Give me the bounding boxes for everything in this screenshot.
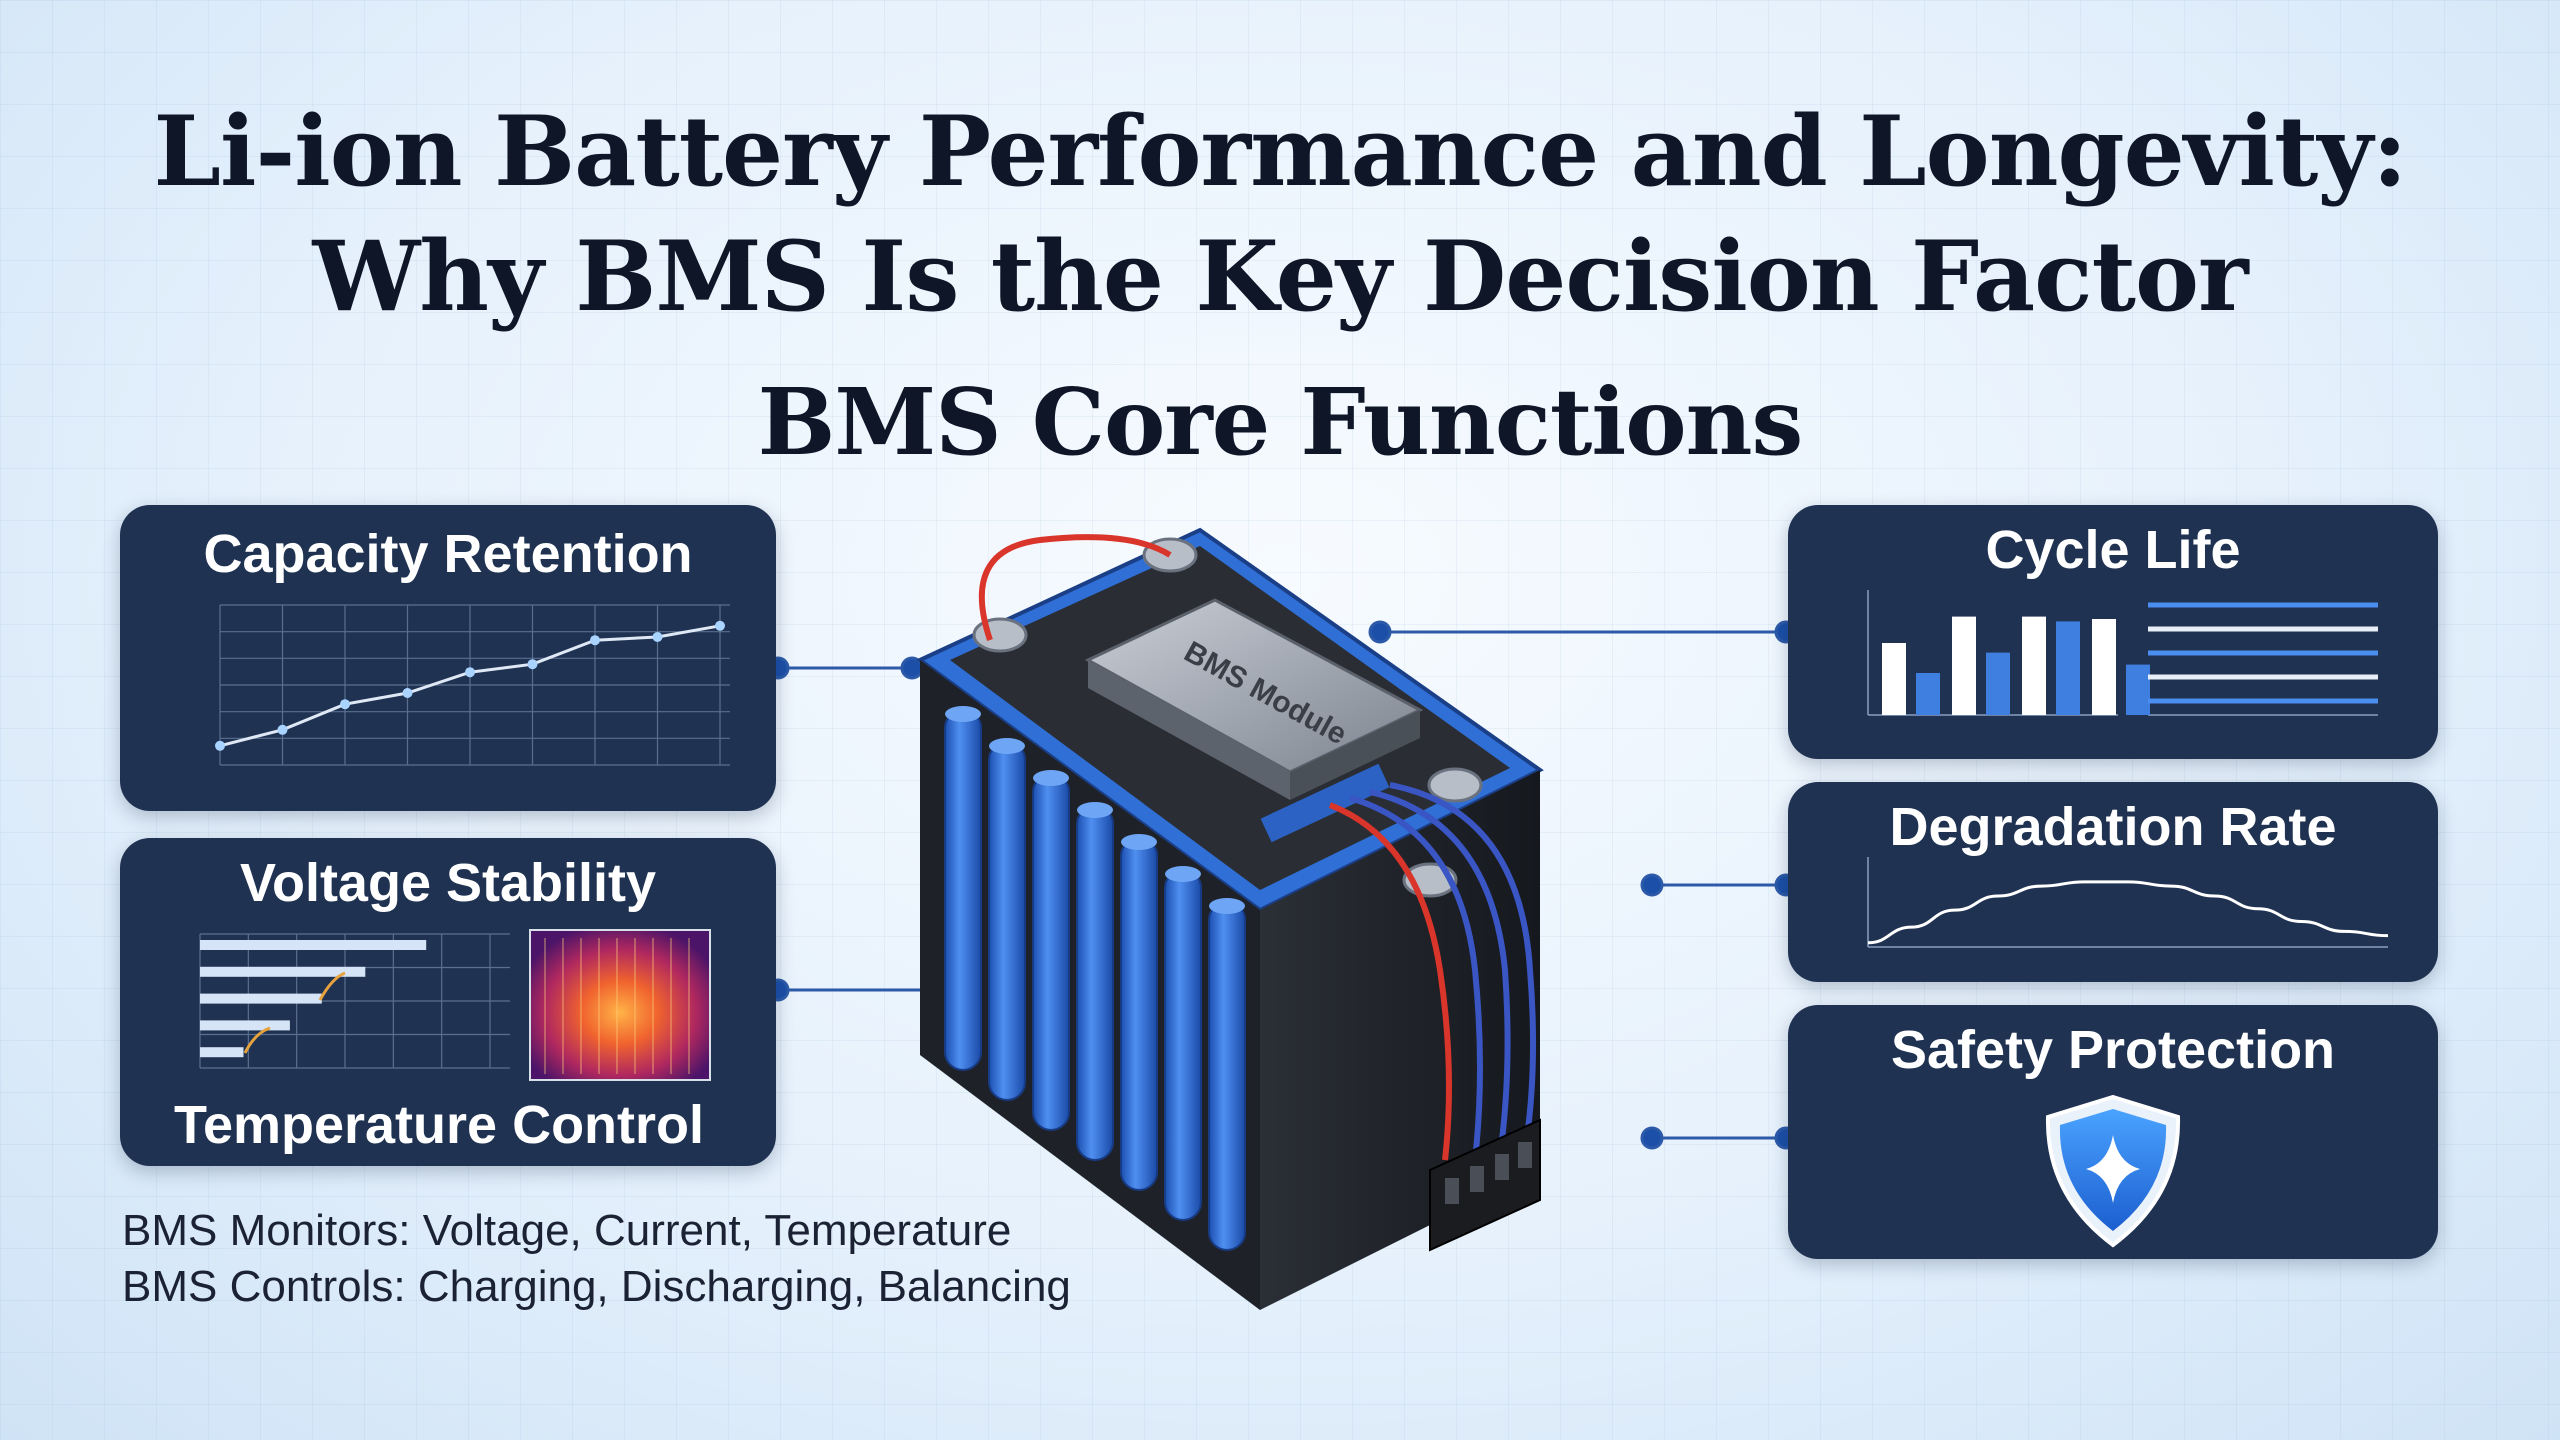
temperature-control-title: Temperature Control [173, 1095, 705, 1155]
cycle-bar-3-1 [2126, 664, 2150, 715]
voltage-temperature-panel: Voltage Stability Temperature Control [120, 838, 776, 1166]
safety-protection-title: Safety Protection [1890, 1020, 2336, 1080]
battery-cell-1 [988, 741, 1026, 1101]
voltage-stability-title: Voltage Stability [239, 853, 657, 913]
shield-star-icon [2045, 1094, 2181, 1248]
capacity-retention-panel: Capacity Retention [120, 505, 776, 811]
bms-controls-note: BMS Controls: Charging, Discharging, Bal… [122, 1262, 1071, 1311]
bms-module: BMS Module [1084, 598, 1424, 843]
battery-cell-6 [1208, 901, 1246, 1251]
page-title-line-1: Li-ion Battery Performance and Longevity… [153, 95, 2407, 208]
capacity-point-0 [215, 740, 225, 751]
cycle-life-panel: Cycle Life [1788, 505, 2438, 759]
voltage-stability-chart [199, 929, 711, 1081]
capacity-point-4 [465, 667, 475, 678]
degradation-rate-chart [1867, 857, 2389, 948]
section-subtitle: BMS Core Functions [757, 368, 1804, 476]
battery-cell-top-1 [989, 738, 1025, 754]
cycle-bar-2-1 [2056, 621, 2080, 715]
battery-cell-top-5 [1165, 866, 1201, 882]
cycle-bar-1-1 [1986, 652, 2010, 715]
capacity-point-5 [527, 659, 538, 670]
wire-connector [1429, 1118, 1541, 1252]
capacity-point-8 [715, 620, 725, 631]
battery-cell-top-4 [1121, 834, 1157, 850]
cycle-bar-0-0 [1882, 643, 1906, 715]
capacity-point-6 [590, 635, 600, 646]
degradation-rate-panel: Degradation Rate [1788, 782, 2438, 982]
cycle-life-title: Cycle Life [1985, 520, 2241, 580]
degradation-rate-title: Degradation Rate [1889, 797, 2337, 857]
cycle-bar-3-0 [2092, 619, 2116, 715]
capacity-point-1 [277, 724, 288, 735]
battery-cell-4 [1120, 837, 1158, 1191]
capacity-point-2 [340, 699, 350, 710]
safety-protection-panel: Safety Protection [1788, 1005, 2438, 1259]
capacity-retention-chart [215, 604, 730, 766]
cycle-bar-1-0 [1952, 616, 1976, 715]
battery-cell-top-2 [1033, 770, 1069, 786]
thermal-image [529, 929, 711, 1081]
battery-cells [944, 706, 1246, 1251]
battery-wires [978, 534, 1537, 1161]
battery-cell-2 [1032, 773, 1070, 1131]
battery-cell-top-3 [1077, 802, 1113, 818]
cycle-bar-0-1 [1916, 673, 1940, 715]
capacity-retention-title: Capacity Retention [203, 524, 693, 584]
page-title-line-2: Why BMS Is the Key Decision Factor [312, 220, 2248, 333]
bms-monitors-note: BMS Monitors: Voltage, Current, Temperat… [122, 1206, 1012, 1255]
voltage-bar-3 [200, 1020, 290, 1031]
voltage-bar-2 [200, 993, 322, 1004]
voltage-bar-0 [200, 940, 427, 950]
cycle-life-chart [1867, 590, 2378, 716]
cycle-bar-2-0 [2022, 616, 2046, 715]
battery-cell-top-0 [945, 706, 981, 722]
capacity-point-3 [402, 688, 413, 698]
battery-cell-0 [944, 709, 982, 1071]
voltage-bar-4 [200, 1047, 244, 1058]
battery-cell-5 [1164, 869, 1202, 1221]
battery-cell-top-6 [1209, 898, 1245, 914]
battery-pack-illustration: BMS Module [916, 527, 1544, 1310]
battery-cell-3 [1076, 805, 1114, 1161]
degradation-series-line [1867, 880, 2389, 945]
voltage-bar-1 [200, 966, 366, 977]
capacity-point-7 [652, 632, 663, 642]
